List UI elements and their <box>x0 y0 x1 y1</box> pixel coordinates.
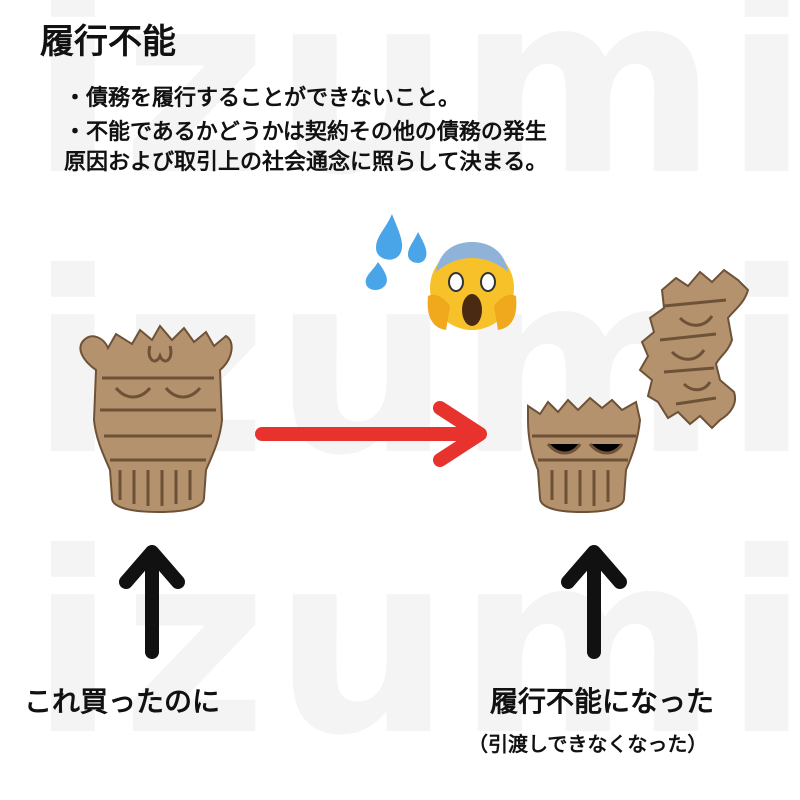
description-line-3: 原因および取引上の社会通念に照らして決まる。 <box>64 150 548 175</box>
pottery-broken-base-icon <box>527 396 642 514</box>
pottery-intact-icon <box>79 324 233 514</box>
sweat-drops-icon <box>365 214 427 290</box>
left-caption: これ買ったのに <box>24 685 221 718</box>
right-up-arrow-icon <box>561 545 627 659</box>
page-title: 履行不能 <box>40 22 176 62</box>
screaming-face-icon <box>427 242 517 330</box>
red-arrow-icon <box>255 401 487 467</box>
watermark-top: izumin <box>30 0 800 230</box>
pottery-broken-top-icon <box>638 268 750 430</box>
description-line-1: ・債務を履行することができないこと。 <box>64 86 461 111</box>
right-caption: 履行不能になった <box>490 685 715 718</box>
right-subcaption: （引渡しできなくなった） <box>468 732 708 756</box>
left-up-arrow-icon <box>119 545 185 659</box>
description-line-2: ・不能であるかどうかは契約その他の債務の発生 <box>64 120 547 145</box>
